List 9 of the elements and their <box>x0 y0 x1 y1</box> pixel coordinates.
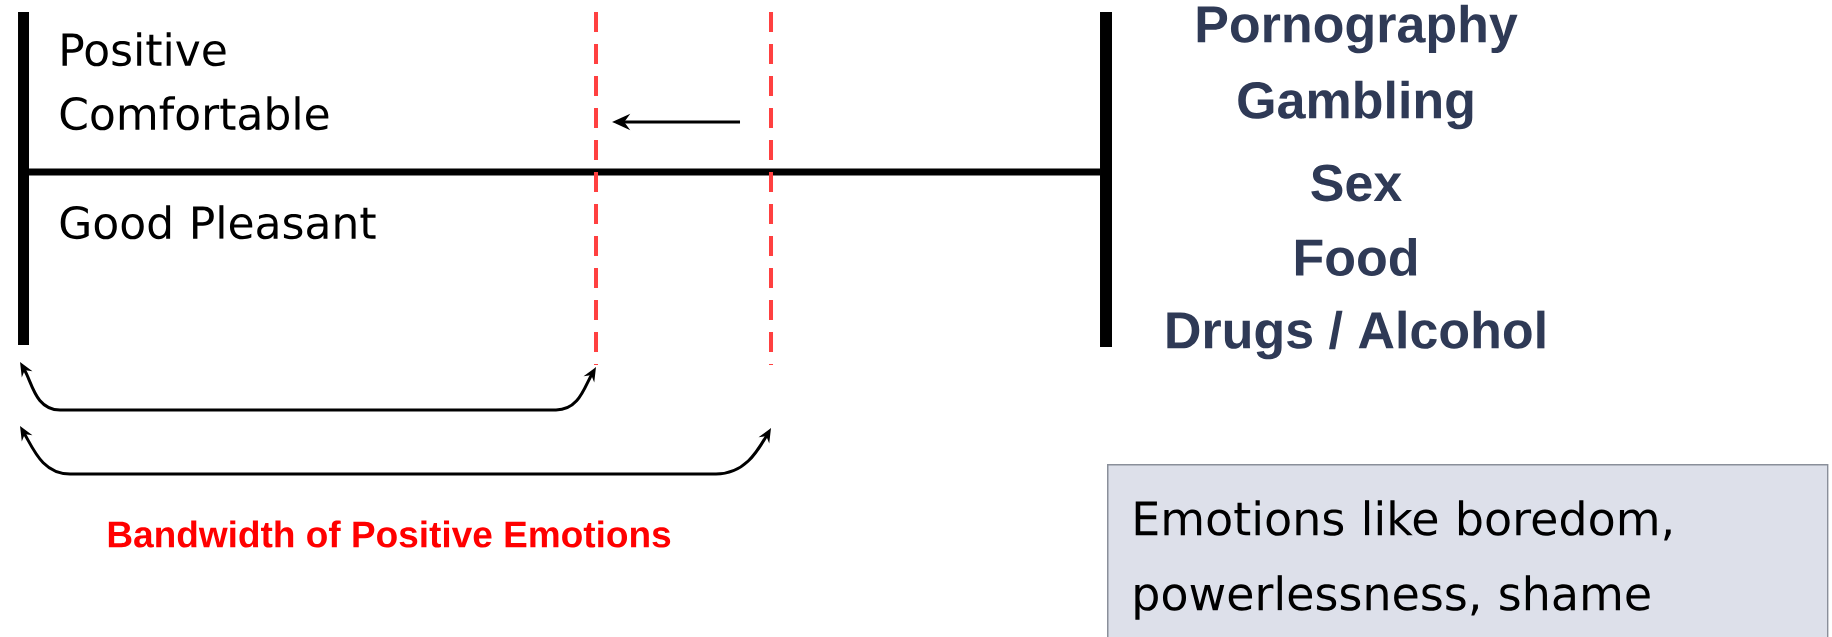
label-text: Positive Comfortable <box>60 32 329 131</box>
list-item: Pornography <box>1197 4 1518 54</box>
caption-text: Bandwidth of Positive Emotions <box>108 520 671 548</box>
list-item: Sex <box>1311 164 1402 202</box>
list-item: Food <box>1295 237 1417 277</box>
list-item: Drugs / Alcohol <box>1167 310 1545 360</box>
list-item: Gambling <box>1238 80 1473 130</box>
label-text: Good Pleasant <box>60 205 376 240</box>
text-box: Emotions like boredom, powerlessness, shame <box>1107 464 1829 637</box>
